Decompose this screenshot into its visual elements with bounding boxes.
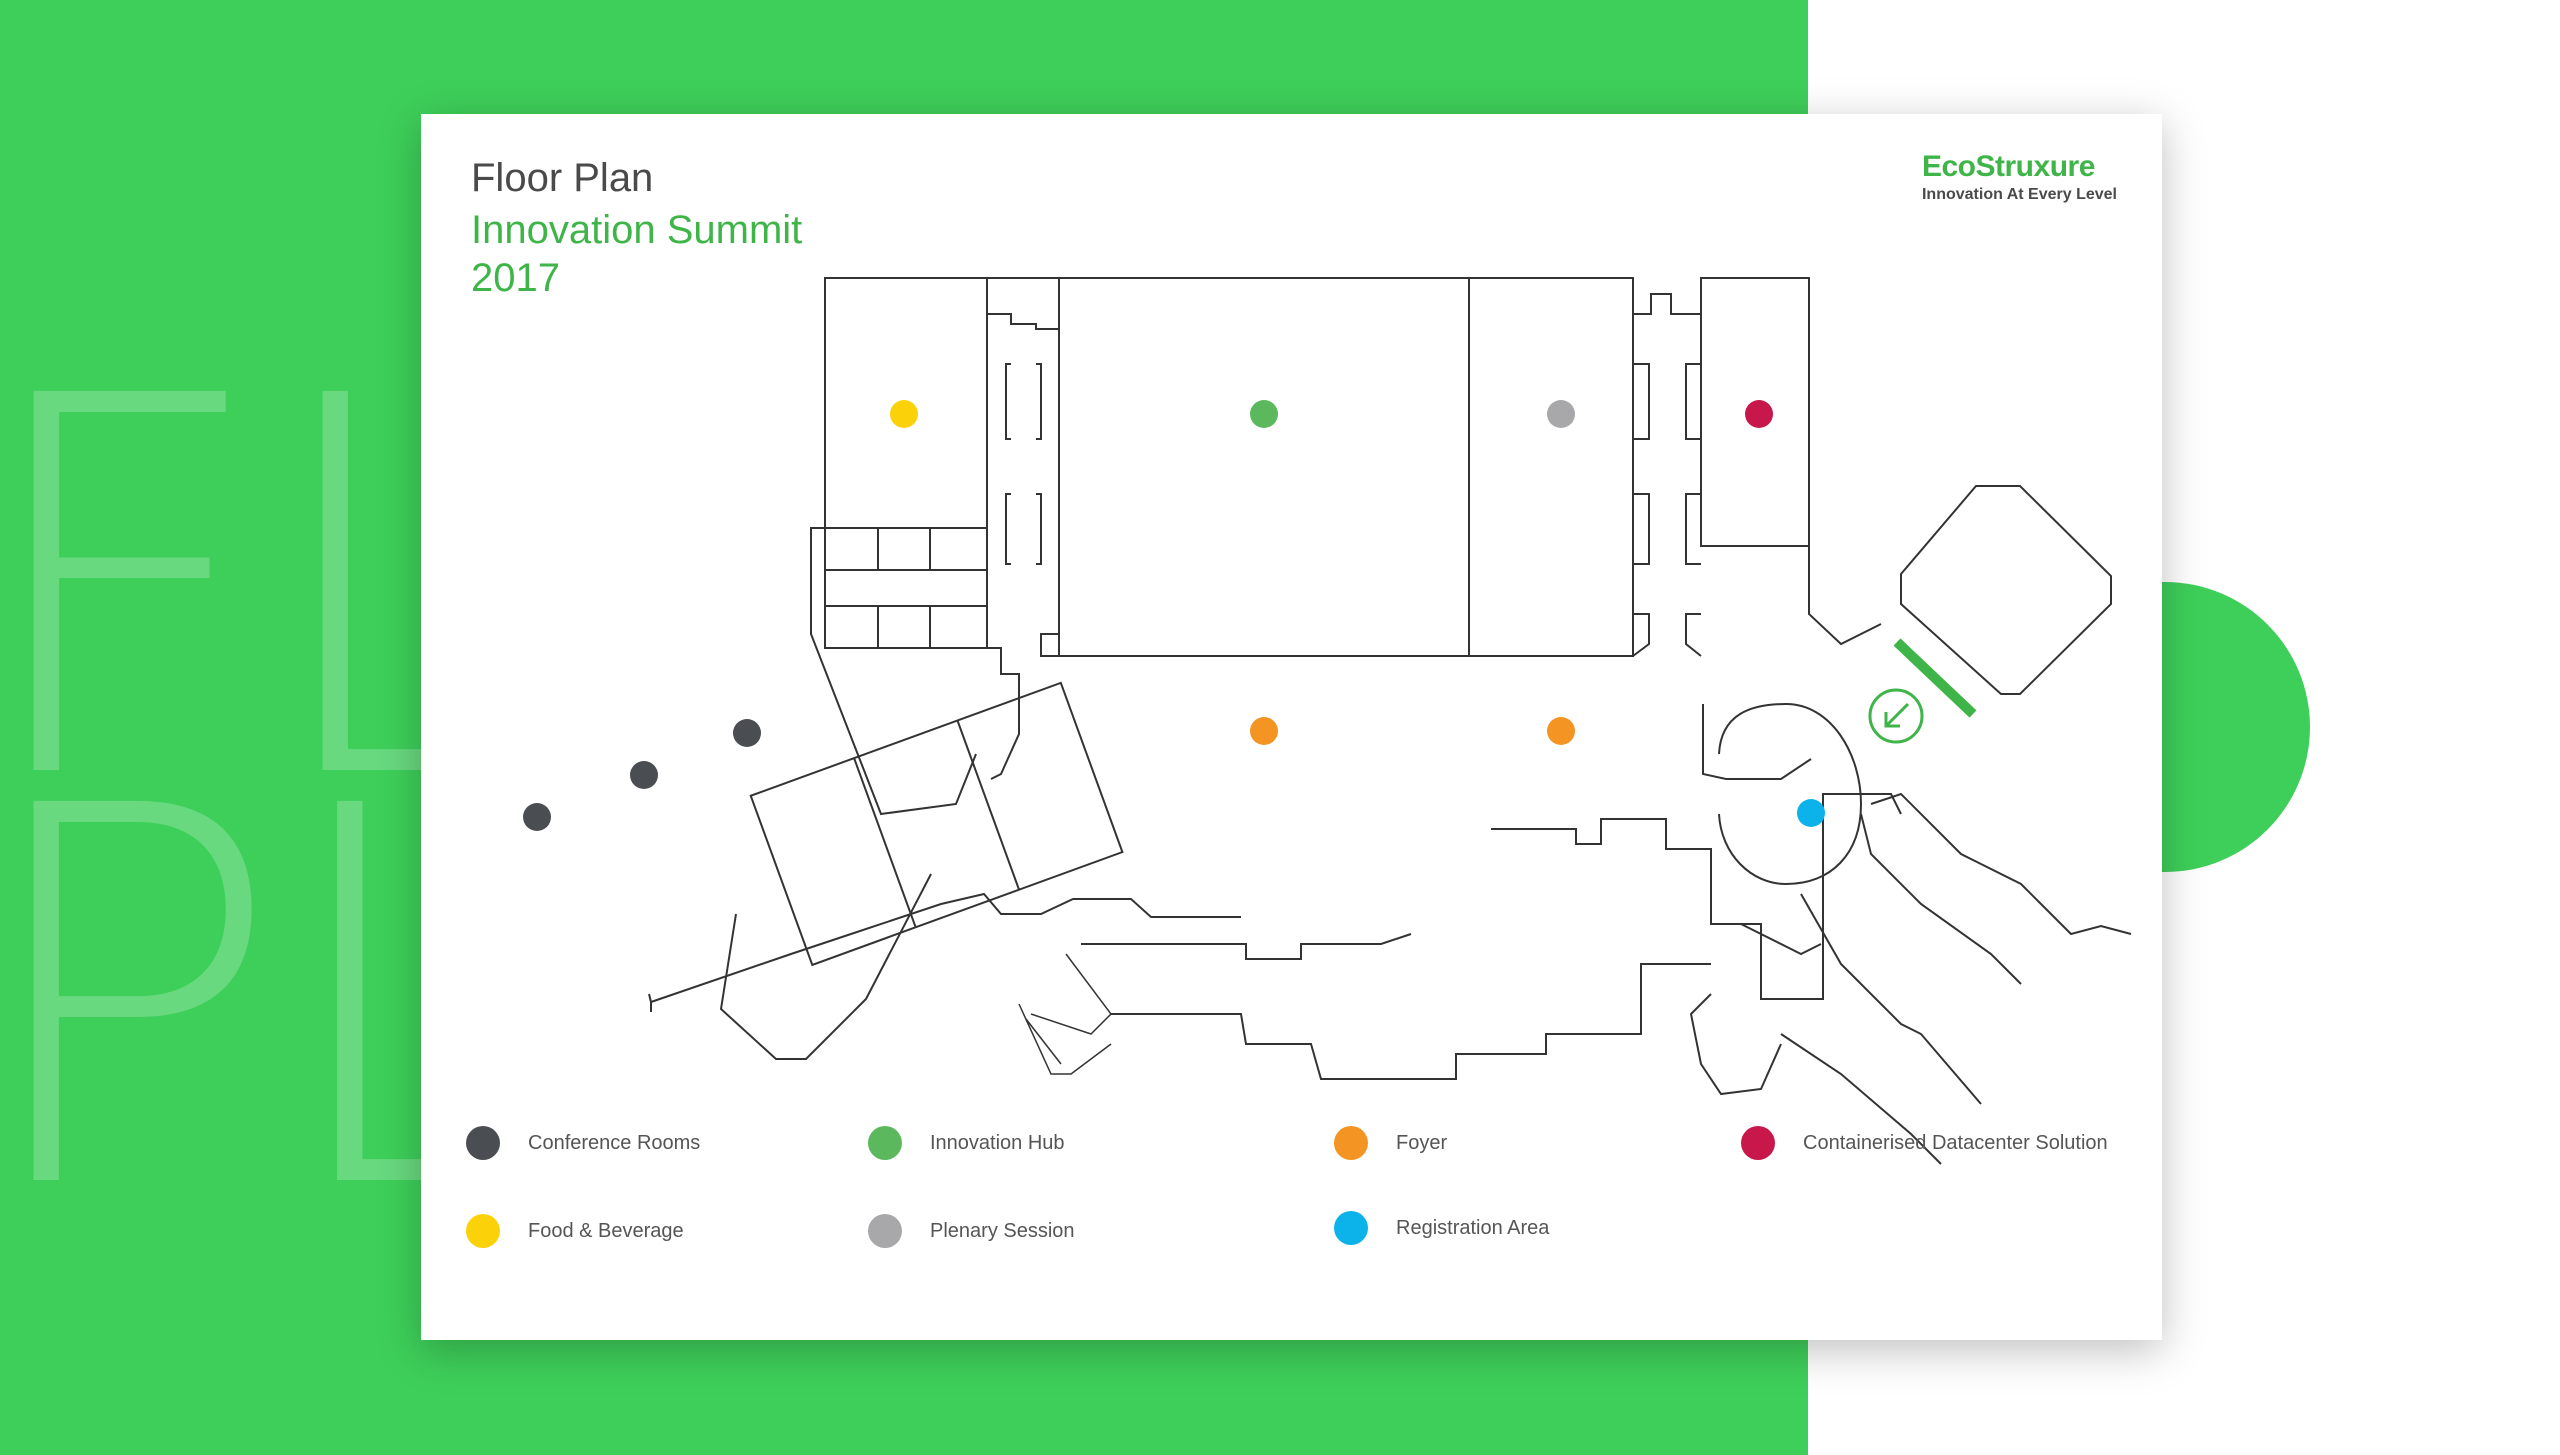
stairs-left — [1018, 953, 1112, 1075]
page-title: Floor Plan — [471, 156, 654, 200]
legend-label: Conference Rooms — [528, 1131, 701, 1154]
marker-innovation-hub[interactable] — [1250, 400, 1278, 428]
legend-item-registration-area: Registration Area — [1334, 1211, 1549, 1245]
legend-dot-food-beverage — [466, 1214, 500, 1248]
marker-plenary-session[interactable] — [1547, 400, 1575, 428]
legend-item-plenary-session: Plenary Session — [868, 1214, 1075, 1248]
marker-registration-area[interactable] — [1797, 799, 1825, 827]
marker-food-beverage[interactable] — [890, 400, 918, 428]
legend-item-innovation-hub: Innovation Hub — [868, 1126, 1065, 1160]
legend-dot-registration-area — [1334, 1211, 1368, 1245]
legend-label: Innovation Hub — [930, 1131, 1065, 1154]
marker-conference-room-1[interactable] — [733, 719, 761, 747]
entrance-arrow-icon[interactable] — [1868, 688, 1924, 744]
floor-plan-card: Floor Plan Innovation Summit 2017 EcoStr… — [421, 114, 2162, 1340]
legend-dot-foyer — [1334, 1126, 1368, 1160]
legend-item-foyer: Foyer — [1334, 1126, 1447, 1160]
legend-label: Containerised Datacenter Solution — [1803, 1131, 2108, 1154]
room-service-block — [824, 527, 988, 571]
legend-dot-conference-rooms — [466, 1126, 500, 1160]
room-service-block-2 — [824, 605, 988, 649]
room-containerised-datacenter — [1700, 277, 1810, 547]
legend-dot-plenary-session — [868, 1214, 902, 1248]
legend-label: Foyer — [1396, 1131, 1448, 1154]
logo-wordmark: EcoStruxure — [1921, 150, 2095, 183]
legend-item-food-beverage: Food & Beverage — [466, 1214, 684, 1248]
legend-dot-innovation-hub — [868, 1126, 902, 1160]
room-plenary-session — [1468, 277, 1634, 657]
room-innovation-hub — [1058, 277, 1470, 657]
marker-conference-room-2[interactable] — [630, 761, 658, 789]
logo-tagline: Innovation At Every Level — [1921, 186, 2117, 203]
floor-plan-map — [523, 277, 2132, 1165]
page-subtitle: Innovation Summit 2017 — [471, 208, 803, 300]
legend-item-datacenter: Containerised Datacenter Solution — [1741, 1126, 2108, 1160]
legend-label: Registration Area — [1396, 1216, 1550, 1239]
entrance-door — [1893, 638, 1977, 718]
conference-room-block — [749, 681, 1124, 967]
brand-logo: EcoStruxure Innovation At Every Level — [1922, 150, 2117, 204]
marker-foyer-2[interactable] — [1547, 717, 1575, 745]
legend-item-conference-rooms: Conference Rooms — [466, 1126, 700, 1160]
legend-label: Food & Beverage — [528, 1219, 684, 1242]
legend-dot-datacenter — [1741, 1126, 1775, 1160]
marker-foyer-1[interactable] — [1250, 717, 1278, 745]
room-octagon — [1900, 485, 2112, 695]
marker-conference-room-3[interactable] — [523, 803, 551, 831]
legend-label: Plenary Session — [930, 1219, 1075, 1242]
marker-datacenter[interactable] — [1745, 400, 1773, 428]
room-registration-area — [1718, 702, 1863, 886]
